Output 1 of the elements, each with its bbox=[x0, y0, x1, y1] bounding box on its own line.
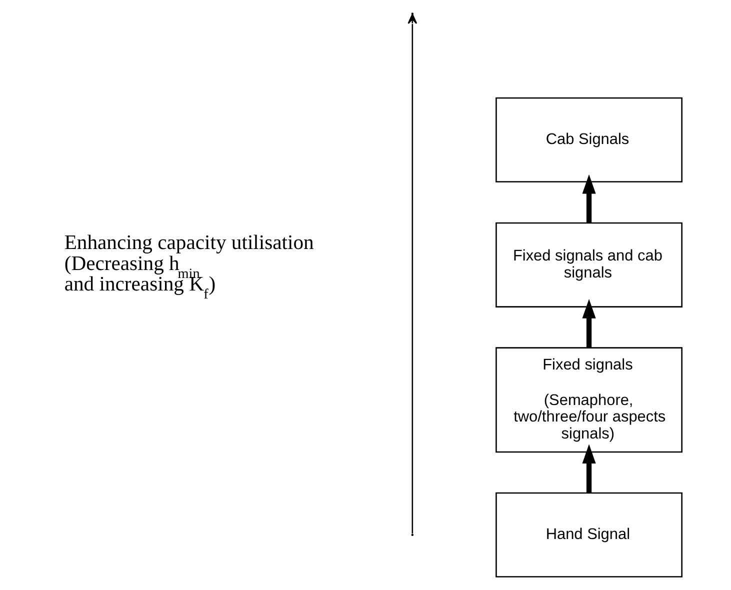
label: Enhancing capacity utilisation (Decreasing h$_{min}$ and increasing K$_{f}$) bbox=[64, 232, 314, 302]
